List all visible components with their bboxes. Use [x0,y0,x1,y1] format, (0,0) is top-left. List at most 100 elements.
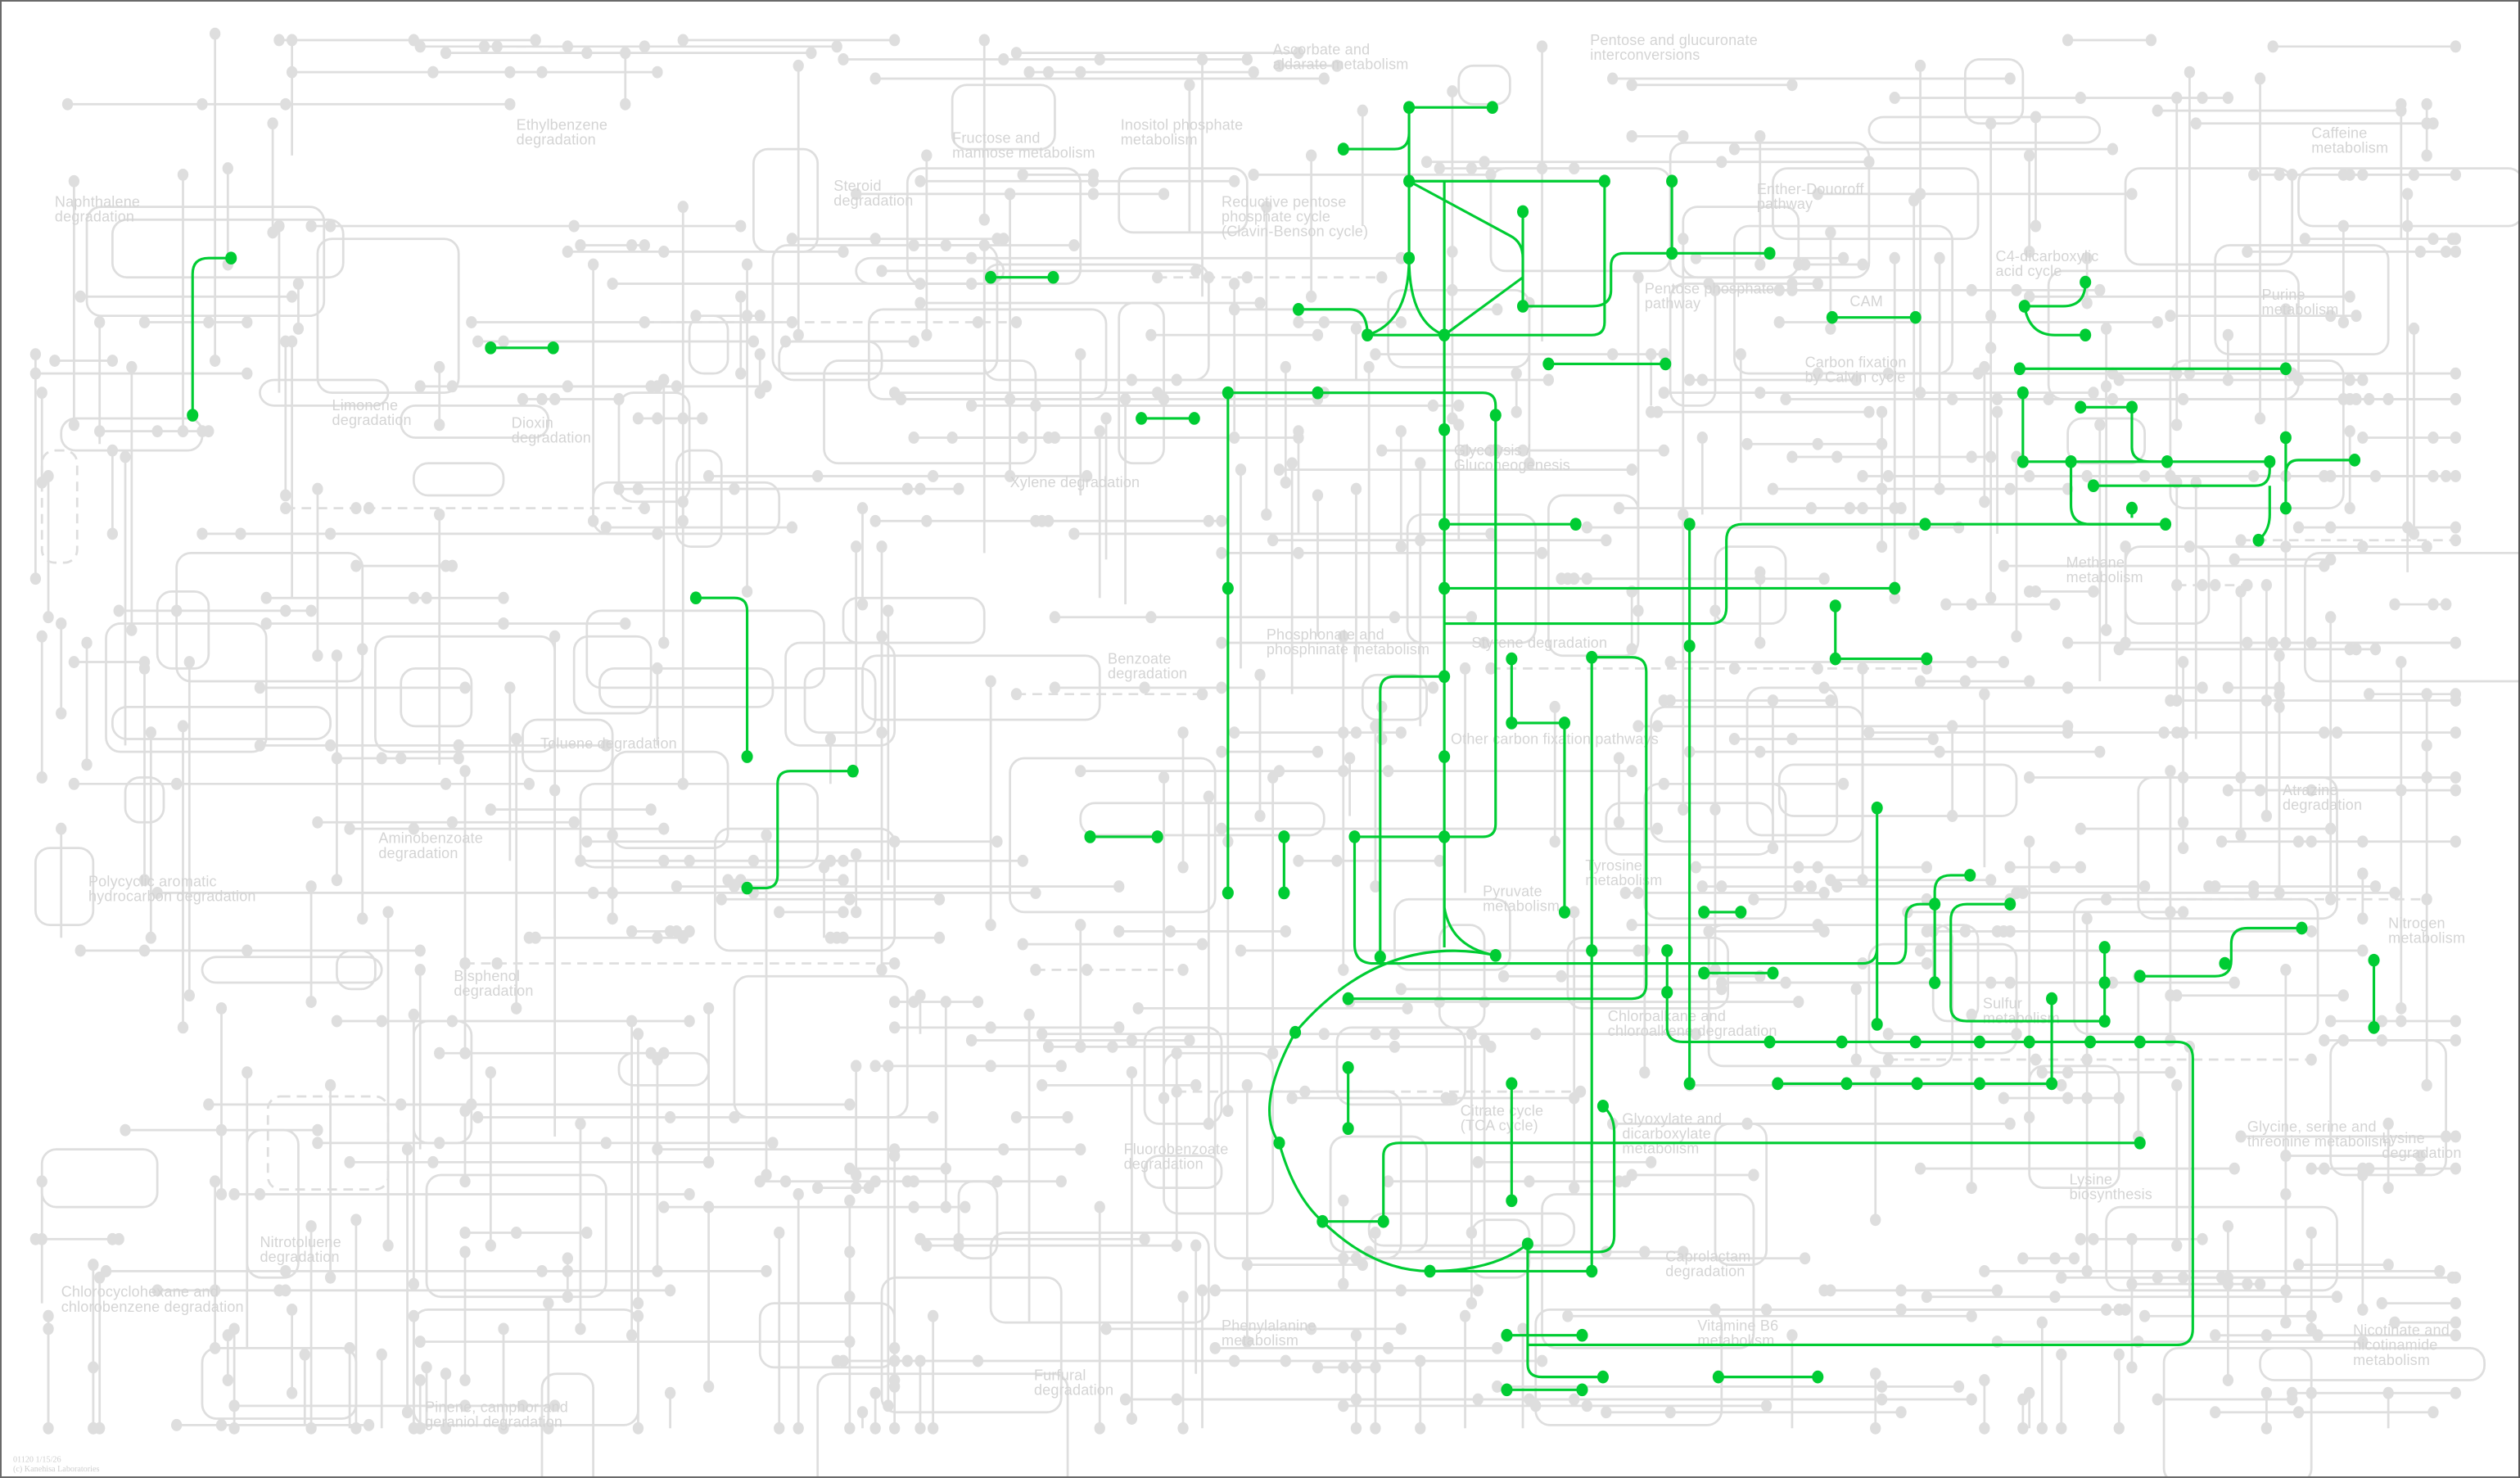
reaction-loop[interactable] [1707,924,1954,1068]
compound-node[interactable] [459,1245,471,1259]
compound-node[interactable] [2222,784,2234,797]
compound-node[interactable] [818,861,830,874]
compound-node[interactable] [1152,386,1163,400]
compound-node[interactable] [299,1348,310,1361]
compound-node[interactable] [1357,1259,1368,1272]
compound-node[interactable] [1042,1040,1055,1053]
compound-node[interactable] [1081,963,1093,976]
compound-node[interactable] [2177,656,2189,668]
compound-node[interactable] [459,1046,471,1060]
reaction-loop[interactable] [2214,244,2390,356]
compound-node[interactable] [844,1245,856,1259]
compound-node[interactable] [761,829,772,842]
compound-node[interactable] [908,1200,919,1214]
reaction-loop[interactable] [714,827,896,952]
compound-node[interactable] [1453,399,1465,412]
highlighted-compound-node[interactable] [1569,518,1582,531]
compound-node[interactable] [1626,765,1637,778]
compound-node[interactable] [485,803,497,816]
compound-node[interactable] [1870,1367,1881,1381]
compound-node[interactable] [1863,156,1875,169]
compound-node[interactable] [761,1168,772,1182]
compound-node[interactable] [2357,912,2369,925]
compound-node[interactable] [1633,271,1644,284]
compound-node[interactable] [2056,1271,2067,1284]
compound-node[interactable] [171,1418,183,1431]
compound-node[interactable] [889,34,901,47]
compound-node[interactable] [2305,636,2317,649]
compound-node[interactable] [1370,1227,1381,1239]
compound-node[interactable] [1382,765,1394,778]
compound-node[interactable] [965,278,978,290]
compound-node[interactable] [2030,1053,2042,1066]
highlighted-compound-node[interactable] [1840,1077,1853,1091]
compound-node[interactable] [1850,373,1862,386]
highlighted-compound-node[interactable] [2018,300,2030,313]
compound-node[interactable] [1447,245,1458,258]
compound-node[interactable] [1338,1361,1349,1374]
compound-node[interactable] [2260,1422,2273,1435]
compound-node[interactable] [1646,1155,1657,1168]
highlighted-compound-node[interactable] [2279,362,2292,376]
reaction-loop[interactable] [784,641,896,747]
highlighted-compound-node[interactable] [1517,205,1529,219]
compound-node[interactable] [581,835,593,848]
reaction-loop[interactable] [816,1372,1069,1476]
reaction-loop[interactable] [85,206,326,318]
compound-node[interactable] [652,527,663,540]
compound-node[interactable] [2357,373,2369,386]
compound-node[interactable] [2450,432,2462,444]
compound-node[interactable] [1190,264,1202,278]
compound-node[interactable] [2138,880,2151,893]
compound-node[interactable] [1395,425,1407,438]
compound-node[interactable] [908,432,919,444]
compound-node[interactable] [844,1422,856,1435]
compound-node[interactable] [863,1182,874,1195]
compound-node[interactable] [1979,688,1990,701]
reaction-loop[interactable] [1650,705,1864,843]
compound-node[interactable] [793,1188,804,1200]
compound-node[interactable] [927,1422,939,1435]
compound-node[interactable] [1036,1078,1048,1092]
compound-node[interactable] [242,316,253,328]
compound-node[interactable] [1049,611,1061,624]
compound-node[interactable] [2138,1309,2151,1322]
compound-node[interactable] [1581,521,1593,534]
reaction-loop[interactable] [316,237,460,395]
compound-node[interactable] [985,675,996,688]
compound-node[interactable] [2113,1422,2125,1435]
compound-node[interactable] [562,40,573,53]
compound-node[interactable] [575,1322,586,1336]
compound-node[interactable] [1536,40,1548,53]
compound-node[interactable] [1985,310,1997,323]
compound-node[interactable] [915,1232,926,1245]
compound-node[interactable] [985,1060,996,1073]
compound-node[interactable] [1382,1175,1394,1188]
compound-node[interactable] [1196,53,1208,66]
highlighted-compound-node[interactable] [689,591,702,605]
compound-node[interactable] [543,1422,554,1435]
compound-node[interactable] [2421,739,2432,752]
compound-node[interactable] [242,1066,253,1079]
compound-node[interactable] [1229,278,1240,290]
compound-node[interactable] [2036,1066,2048,1079]
highlighted-compound-node[interactable] [1836,1035,1848,1049]
compound-node[interactable] [305,996,317,1008]
compound-node[interactable] [2389,598,2400,611]
compound-node[interactable] [1171,1085,1182,1098]
highlight-edge[interactable] [1834,606,1927,661]
highlighted-compound-node[interactable] [2023,1035,2035,1049]
compound-node[interactable] [2100,380,2112,393]
compound-node[interactable] [196,425,208,438]
compound-node[interactable] [1241,1259,1253,1272]
compound-node[interactable] [2081,251,2093,264]
compound-node[interactable] [138,316,151,328]
compound-node[interactable] [1786,79,1798,92]
compound-node[interactable] [2049,1252,2061,1265]
highlighted-compound-node[interactable] [1438,581,1451,595]
compound-node[interactable] [1075,348,1086,361]
reaction-loop[interactable] [2124,545,2211,625]
compound-node[interactable] [2337,1034,2349,1046]
compound-node[interactable] [1177,861,1189,874]
compound-node[interactable] [1216,636,1227,649]
